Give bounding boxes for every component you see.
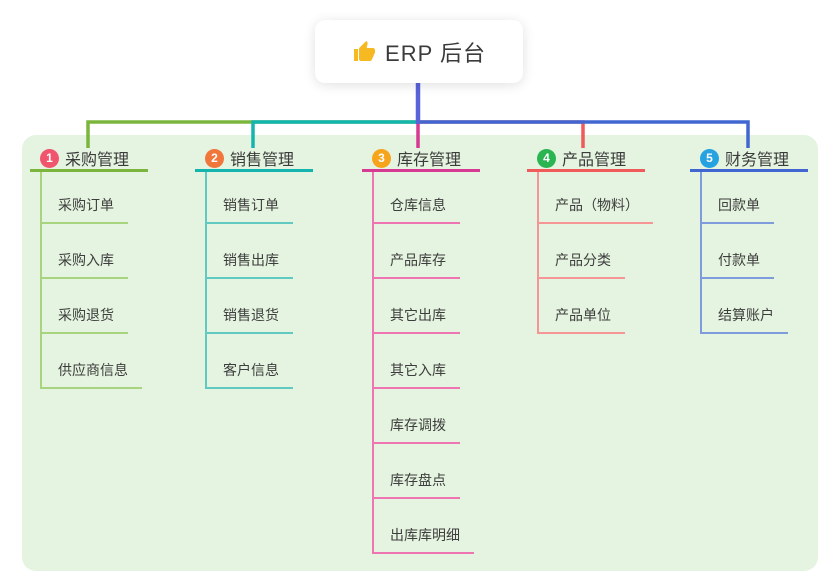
branch-2-number-badge: 2 bbox=[205, 148, 224, 168]
branch-5-children: 回款单付款单结算账户 bbox=[700, 172, 808, 334]
leaf-node[interactable]: 其它出库 bbox=[374, 279, 460, 334]
leaf-node[interactable]: 产品单位 bbox=[539, 279, 625, 334]
root-node[interactable]: ERP 后台 bbox=[315, 20, 523, 83]
thumbs-up-icon bbox=[352, 40, 376, 64]
branch-5-node[interactable]: 5 财务管理 bbox=[690, 147, 808, 172]
branch-3: 3 库存管理仓库信息产品库存其它出库其它入库库存调拨库存盘点出库库明细 bbox=[362, 147, 480, 554]
branch-4: 4 产品管理产品（物料）产品分类产品单位 bbox=[527, 147, 653, 334]
branch-1-label: 采购管理 bbox=[65, 152, 130, 169]
leaf-node[interactable]: 产品库存 bbox=[374, 224, 460, 279]
leaf-node[interactable]: 销售订单 bbox=[207, 172, 293, 224]
branch-1: 1 采购管理采购订单采购入库采购退货供应商信息 bbox=[30, 147, 148, 389]
leaf-node[interactable]: 库存盘点 bbox=[374, 444, 460, 499]
branch-5-number-badge: 5 bbox=[700, 148, 719, 168]
leaf-node[interactable]: 销售出库 bbox=[207, 224, 293, 279]
branch-3-node[interactable]: 3 库存管理 bbox=[362, 147, 480, 172]
leaf-node[interactable]: 回款单 bbox=[702, 172, 774, 224]
branch-3-label: 库存管理 bbox=[397, 152, 462, 169]
branch-3-number-badge: 3 bbox=[372, 148, 391, 168]
leaf-node[interactable]: 仓库信息 bbox=[374, 172, 460, 224]
branch-1-children: 采购订单采购入库采购退货供应商信息 bbox=[40, 172, 148, 389]
branch-4-children: 产品（物料）产品分类产品单位 bbox=[537, 172, 653, 334]
branch-4-label: 产品管理 bbox=[562, 152, 627, 169]
leaf-node[interactable]: 结算账户 bbox=[702, 279, 788, 334]
branch-3-children: 仓库信息产品库存其它出库其它入库库存调拨库存盘点出库库明细 bbox=[372, 172, 480, 554]
leaf-node[interactable]: 产品（物料） bbox=[539, 172, 653, 224]
branch-1-number-badge: 1 bbox=[40, 148, 59, 168]
leaf-node[interactable]: 产品分类 bbox=[539, 224, 625, 279]
branch-2-children: 销售订单销售出库销售退货客户信息 bbox=[205, 172, 313, 389]
branch-2: 2 销售管理销售订单销售出库销售退货客户信息 bbox=[195, 147, 313, 389]
root-title: ERP 后台 bbox=[385, 40, 486, 66]
branch-5-label: 财务管理 bbox=[725, 152, 790, 169]
branch-4-number-badge: 4 bbox=[537, 148, 556, 168]
leaf-node[interactable]: 采购入库 bbox=[42, 224, 128, 279]
leaf-node[interactable]: 销售退货 bbox=[207, 279, 293, 334]
branch-1-node[interactable]: 1 采购管理 bbox=[30, 147, 148, 172]
leaf-node[interactable]: 库存调拨 bbox=[374, 389, 460, 444]
leaf-node[interactable]: 采购退货 bbox=[42, 279, 128, 334]
leaf-node[interactable]: 供应商信息 bbox=[42, 334, 142, 389]
leaf-node[interactable]: 采购订单 bbox=[42, 172, 128, 224]
branch-4-node[interactable]: 4 产品管理 bbox=[527, 147, 645, 172]
leaf-node[interactable]: 付款单 bbox=[702, 224, 774, 279]
branch-2-label: 销售管理 bbox=[230, 152, 295, 169]
leaf-node[interactable]: 出库库明细 bbox=[374, 499, 474, 554]
leaf-node[interactable]: 客户信息 bbox=[207, 334, 293, 389]
branch-2-node[interactable]: 2 销售管理 bbox=[195, 147, 313, 172]
branch-5: 5 财务管理回款单付款单结算账户 bbox=[690, 147, 808, 334]
leaf-node[interactable]: 其它入库 bbox=[374, 334, 460, 389]
